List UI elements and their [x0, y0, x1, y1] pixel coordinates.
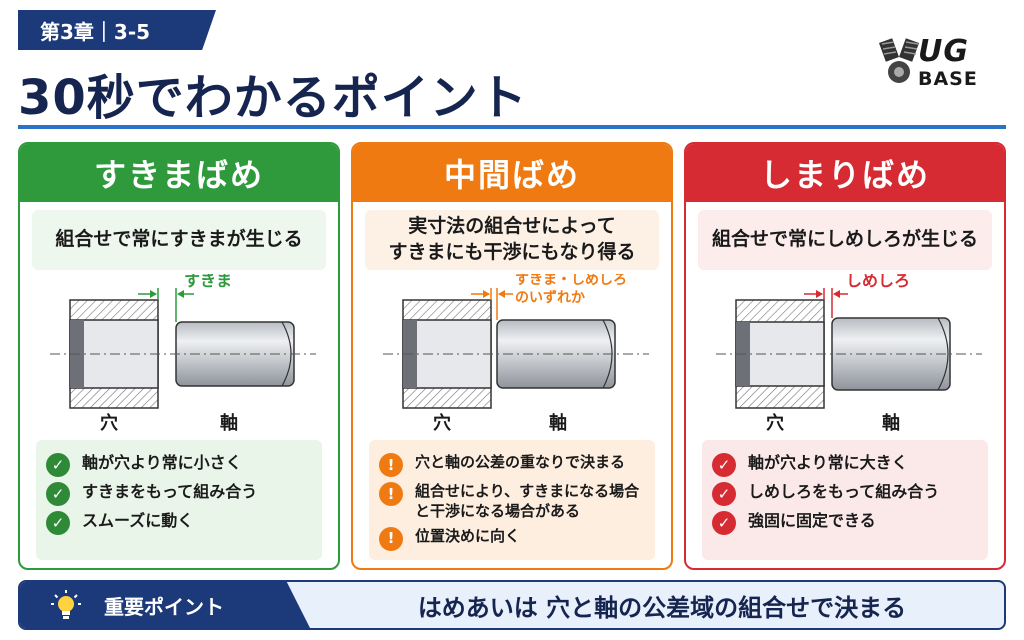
list-item-text: 軸が穴より常に小さく: [82, 453, 242, 472]
feature-list: ✓ 軸が穴より常に大きく ✓ しめしろをもって組み合う ✓ 強固に固定できる: [702, 440, 988, 560]
ugbase-logo: UG BASE: [878, 34, 998, 94]
transition-fit-diagram: すきま・しめしろ のいずれか 穴 軸: [383, 274, 649, 434]
logo-text-ug: UG: [918, 34, 969, 69]
shaft-label: 軸: [882, 412, 900, 434]
title-divider: [18, 125, 1006, 129]
list-item: ✓ すきまをもって組み合う: [46, 481, 312, 506]
list-item: ✓ 軸が穴より常に大きく: [712, 452, 978, 477]
card-description: 組合せで常にすきまが生じる: [32, 210, 326, 270]
list-item-text: 強固に固定できる: [748, 511, 876, 530]
exclamation-icon: !: [379, 453, 403, 477]
interference-label: しめしろ: [846, 274, 910, 290]
shaft-label: 軸: [549, 412, 567, 434]
card-description-line: すきまにも干渉にもなり得る: [388, 241, 636, 263]
key-point-label-box: 重要ポイント: [20, 582, 310, 628]
hole-label: 穴: [433, 412, 451, 434]
list-item: ✓ スムーズに動く: [46, 510, 312, 535]
shaft-end: [937, 317, 949, 391]
interference-fit-diagram: しめしろ 穴 軸: [716, 274, 982, 434]
list-item-text: 穴と軸の公差の重なりで決まる: [415, 453, 626, 471]
check-icon: ✓: [712, 511, 736, 535]
card-description-line: 組合せで常にすきまが生じる: [55, 228, 303, 251]
clearance-interference-label: すきま・しめしろ: [515, 274, 627, 288]
exclamation-icon: !: [379, 526, 403, 551]
hole-label: 穴: [766, 412, 784, 434]
engine-icon: [879, 38, 919, 83]
interference-fit-card: しまりばめ 組合せで常にしめしろが生じる しめしろ 穴 軸 ✓ 軸が穴よ: [684, 142, 1006, 570]
key-point-text: はめあいは 穴と軸の公差域の組合せで決まる: [417, 593, 907, 622]
list-item-text: すきまをもって組み合う: [82, 482, 258, 501]
card-title: しまりばめ: [686, 144, 1004, 202]
check-icon: ✓: [46, 453, 70, 477]
list-item: ! 位置決めに向く: [379, 526, 645, 551]
card-description: 実寸法の組合せによって すきまにも干渉にもなり得る: [365, 210, 659, 270]
exclamation-icon: !: [379, 482, 403, 506]
card-description-line: 実寸法の組合せによって: [408, 215, 616, 238]
lightbulb-icon: [51, 590, 81, 619]
list-item-text: 位置決めに向く: [415, 526, 521, 545]
check-icon: ✓: [712, 482, 736, 506]
card-title: すきまばめ: [20, 144, 338, 202]
list-item: ! 組合せにより、すきまになる場合と干渉になる場合がある: [379, 481, 645, 522]
feature-list: ✓ 軸が穴より常に小さく ✓ すきまをもって組み合う ✓ スムーズに動く: [36, 440, 322, 560]
list-item: ✓ 強固に固定できる: [712, 510, 978, 535]
list-item-text: スムーズに動く: [82, 511, 194, 530]
page-title: 30秒でわかるポイント: [18, 70, 528, 126]
clearance-fit-diagram: すきま 穴 軸: [50, 274, 316, 434]
check-icon: ✓: [46, 511, 70, 535]
card-title: 中間ばめ: [353, 144, 671, 202]
key-point-bar: 重要ポイント はめあいは 穴と軸の公差域の組合せで決まる: [18, 580, 1006, 630]
key-point-label: 重要ポイント: [104, 594, 224, 619]
clearance-fit-card: すきまばめ 組合せで常にすきまが生じる すきま 穴 軸 ✓ 軸が穴より常: [18, 142, 340, 570]
transition-fit-card: 中間ばめ 実寸法の組合せによって すきまにも干渉にもなり得る すきま・しめしろ …: [351, 142, 673, 570]
feature-list: ! 穴と軸の公差の重なりで決まる ! 組合せにより、すきまになる場合と干渉になる…: [369, 440, 655, 560]
clearance-label: すきま: [184, 274, 232, 290]
chapter-tag: 第3章｜3-5: [18, 10, 216, 50]
list-item: ✓ 軸が穴より常に小さく: [46, 452, 312, 477]
list-item-text: 組合せにより、すきまになる場合と干渉になる場合がある: [415, 482, 640, 521]
logo-text-base: BASE: [918, 68, 978, 90]
clearance-interference-label: のいずれか: [515, 289, 585, 306]
card-description: 組合せで常にしめしろが生じる: [698, 210, 992, 270]
list-item: ✓ しめしろをもって組み合う: [712, 481, 978, 506]
list-item-text: しめしろをもって組み合う: [748, 482, 940, 501]
shaft-label: 軸: [220, 412, 238, 434]
list-item: ! 穴と軸の公差の重なりで決まる: [379, 452, 645, 477]
hole-label: 穴: [100, 412, 118, 434]
list-item-text: 軸が穴より常に大きく: [748, 453, 908, 472]
check-icon: ✓: [712, 453, 736, 477]
check-icon: ✓: [46, 482, 70, 506]
card-description-line: 組合せで常にしめしろが生じる: [711, 228, 978, 251]
